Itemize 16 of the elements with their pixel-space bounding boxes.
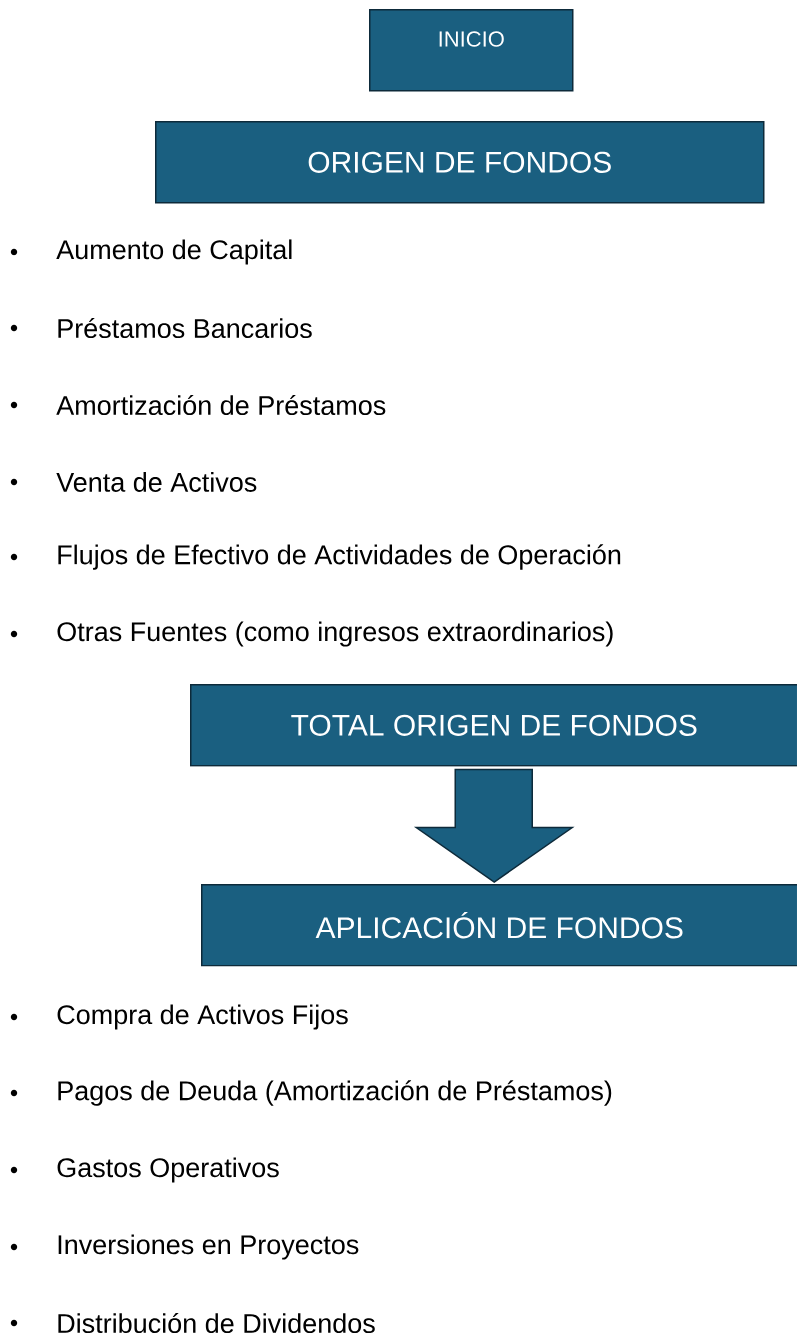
list-item: Aumento de Capital: [56, 239, 292, 265]
process-box: TOTAL ORIGEN DE FONDOS: [190, 684, 797, 767]
list-item: Préstamos Bancarios: [58, 317, 312, 339]
process-box: APLICACIÓN DE FONDOS: [201, 884, 797, 967]
list-item: Otras Fuentes (como ingresos extraordinarios): [57, 621, 613, 647]
list-item: Distribución de Dividendos: [58, 1312, 375, 1334]
list-item: Venta de Activos: [56, 472, 257, 492]
list-item: Gastos Operativos: [57, 1157, 279, 1183]
list-item: Amortización de Préstamos: [56, 394, 386, 416]
process-box: INICIO: [369, 9, 574, 92]
list-item: Inversiones en Proyectos: [58, 1234, 359, 1260]
block-arrow: [413, 768, 575, 883]
list-item: Pagos de Deuda (Amortización de Préstamos): [58, 1080, 612, 1106]
list-item: Flujos de Efectivo de Actividades de Operación: [58, 544, 621, 570]
list-item: Compra de Activos Fijos: [57, 1004, 348, 1030]
process-box: ORIGEN DE FONDOS: [155, 121, 765, 204]
